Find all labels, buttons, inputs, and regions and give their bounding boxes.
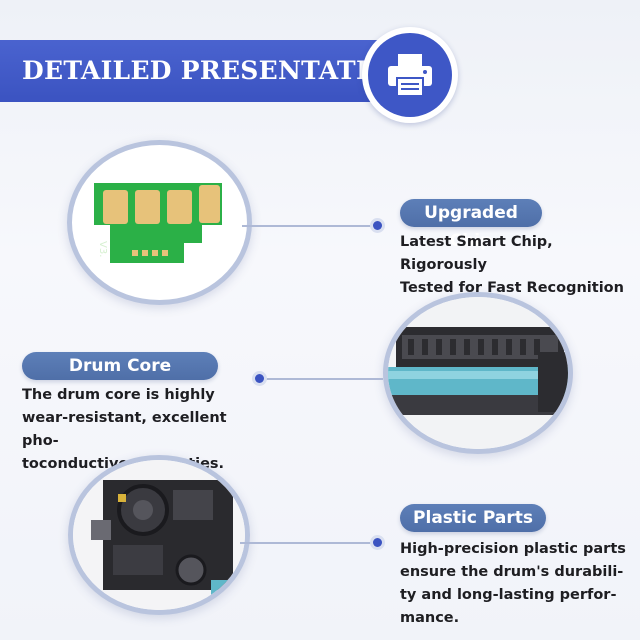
desc-line: ty and long-lasting perfor- [400,587,617,603]
feature-label-plastic: Plastic Parts [400,504,546,532]
feature-desc-plastic: High-precision plastic parts ensure the … [400,538,636,630]
desc-line: wear-resistant, excellent pho- [22,410,227,449]
desc-line: The drum core is highly [22,387,215,403]
printer-icon [368,33,452,117]
chip-image: V3. [67,140,252,305]
desc-line: High-precision plastic parts [400,541,626,557]
connector-line [240,542,377,544]
connector-line [242,225,377,227]
connector-dot [373,221,382,230]
connector-line [262,378,383,380]
drum-image [383,292,573,454]
chip-version-text: V3. [97,241,108,257]
connector-dot [373,538,382,547]
plastic-parts-image [68,455,250,615]
desc-line: Tested for Fast Recognition [400,280,624,296]
connector-dot [255,374,264,383]
page-title: DETAILED PRESENTATION [22,56,414,85]
banner-badge [362,27,458,123]
desc-line: ensure the drum's durabili- [400,564,624,580]
feature-desc-chip: Latest Smart Chip, Rigorously Tested for… [400,231,636,300]
header-banner: DETAILED PRESENTATION [0,40,420,102]
desc-line: mance. [400,610,460,626]
feature-label-chip: Upgraded Chip [400,199,542,251]
desc-line: Latest Smart Chip, Rigorously [400,234,553,273]
feature-label-drum: Drum Core [22,352,218,380]
